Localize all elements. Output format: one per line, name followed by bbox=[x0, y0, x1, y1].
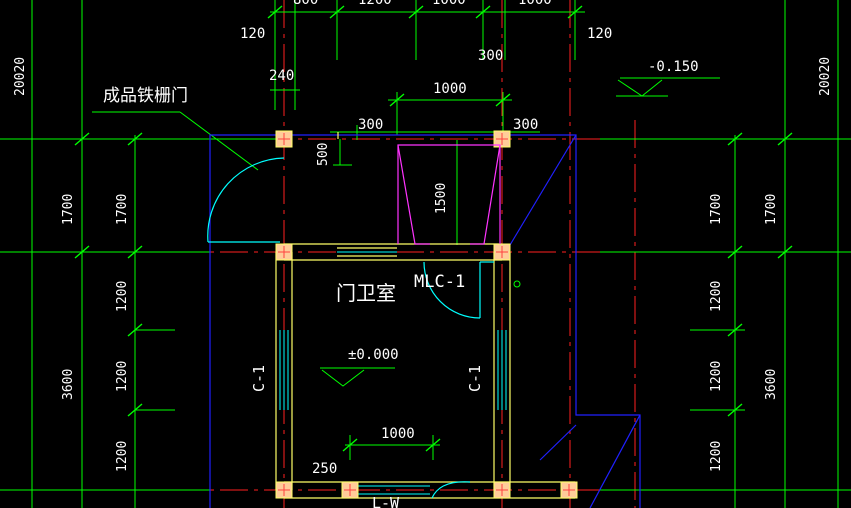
dim-1000-bottom: 1000 bbox=[381, 426, 415, 442]
dim-right-inner-1700: 1700 bbox=[709, 194, 724, 225]
dim-right-20020: 20020 bbox=[818, 57, 833, 96]
bottom-window-swing bbox=[431, 481, 471, 499]
elevation-outdoor: -0.150 bbox=[648, 59, 699, 75]
dim-left-inner-1200-a: 1200 bbox=[115, 281, 130, 312]
dim-240: 240 bbox=[269, 68, 294, 84]
dim-top-0: 800 bbox=[293, 0, 318, 8]
dim-left-inner-1700: 1700 bbox=[115, 194, 130, 225]
label-window-left: C-1 bbox=[250, 365, 268, 392]
dim-right-outer-3600: 3600 bbox=[764, 369, 779, 400]
dimension-ticks bbox=[74, 5, 793, 452]
iron-gate-swing bbox=[207, 157, 285, 243]
site-outline bbox=[209, 134, 641, 508]
windows bbox=[279, 251, 507, 495]
dim-top-3: 1000 bbox=[518, 0, 552, 8]
dim-right-inner-1200-b: 1200 bbox=[709, 361, 724, 392]
dim-500: 500 bbox=[316, 143, 331, 166]
dim-left-outer-3600: 3600 bbox=[61, 369, 76, 400]
column-hatch bbox=[278, 133, 575, 496]
marker-circle bbox=[513, 280, 521, 288]
label-guard-room: 门卫室 bbox=[336, 281, 396, 305]
label-bottom-window: L-W bbox=[372, 494, 400, 508]
dim-right-outer-1700: 1700 bbox=[764, 194, 779, 225]
dim-120-right: 120 bbox=[587, 26, 612, 42]
dim-left-inner-1200-b: 1200 bbox=[115, 361, 130, 392]
label-iron-gate: 成品铁栅门 bbox=[103, 86, 188, 106]
columns bbox=[275, 130, 578, 499]
elevation-floor: ±0.000 bbox=[348, 347, 399, 363]
dim-left-20020: 20020 bbox=[13, 57, 28, 96]
label-door-mlc: MLC-1 bbox=[414, 272, 465, 292]
dim-left-inner-1200-c: 1200 bbox=[115, 441, 130, 472]
walls bbox=[275, 132, 575, 499]
dim-right-inner-1200-c: 1200 bbox=[709, 441, 724, 472]
dim-right-inner-1200-a: 1200 bbox=[709, 281, 724, 312]
top-partial-dims: 800 1200 1000 1000 bbox=[293, 0, 552, 8]
dim-1500: 1500 bbox=[434, 183, 449, 214]
dim-250: 250 bbox=[312, 461, 337, 477]
stair bbox=[397, 144, 501, 245]
dim-300-right: 300 bbox=[513, 117, 538, 133]
dim-top-1: 1200 bbox=[358, 0, 392, 8]
dim-left-outer-1700: 1700 bbox=[61, 194, 76, 225]
dim-300-middle: 300 bbox=[478, 48, 503, 64]
dim-300-left: 300 bbox=[358, 117, 383, 133]
label-window-right: C-1 bbox=[466, 365, 484, 392]
dim-120-left: 120 bbox=[240, 26, 265, 42]
door-swing bbox=[423, 261, 494, 319]
dim-1000-top: 1000 bbox=[433, 81, 467, 97]
elevation-triangles bbox=[321, 79, 668, 387]
dim-top-2: 1000 bbox=[432, 0, 466, 8]
